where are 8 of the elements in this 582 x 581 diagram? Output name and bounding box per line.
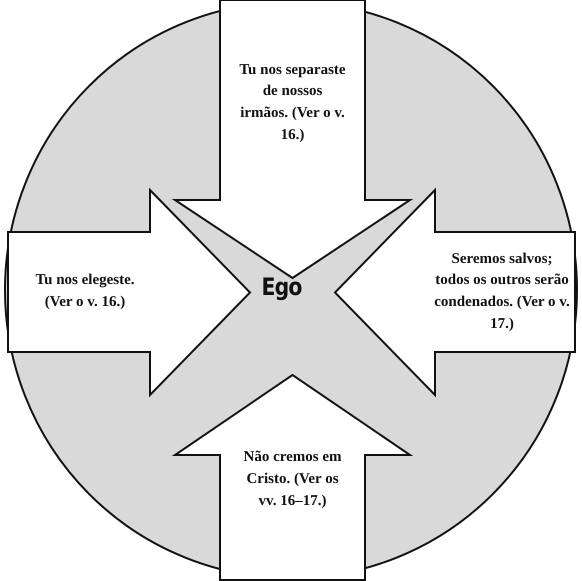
block-arrow (8, 190, 250, 395)
arrow-text: Tu nos elegeste. (Ver o v. 16.) (34, 271, 136, 312)
center-label: Ego (262, 273, 302, 301)
arrow-text: Não cremos em Cristo. (Ver os vv. 16–17.) (242, 448, 343, 511)
block-arrow (335, 190, 575, 395)
arrow-text: Seremos salvos; todos os outros serão condenados. (Ver o v. 17.) (433, 250, 571, 334)
arrow-text: Tu nos separaste de nossos irmãos. (Ver o v. 16.) (238, 60, 347, 145)
circle-shape (4, 1, 578, 579)
